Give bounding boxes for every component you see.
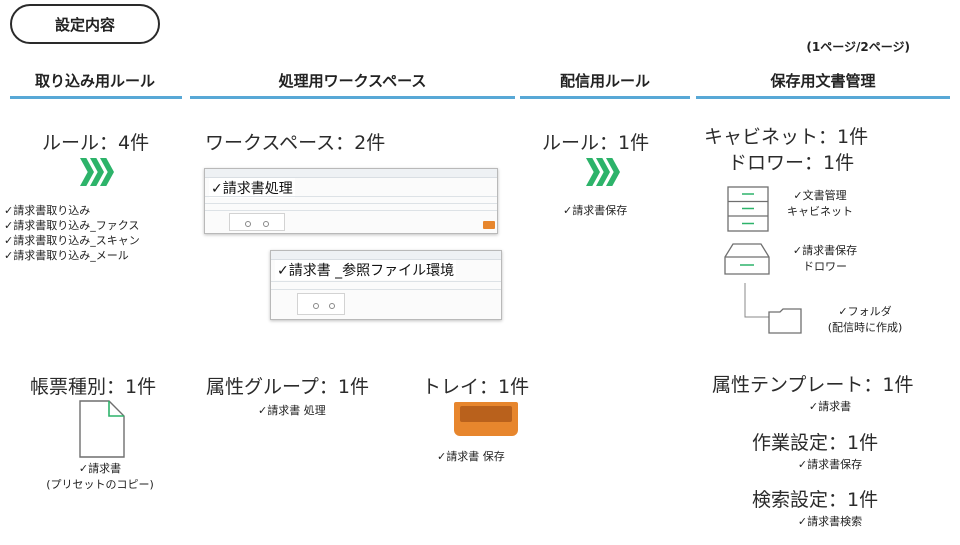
drawer-label-2: ドロワー xyxy=(803,260,847,273)
cabinet-icon xyxy=(727,186,769,236)
search-setting-count: 検索設定：1件 xyxy=(752,489,879,511)
cabinet-label-2: キャビネット xyxy=(787,205,853,218)
delivery-rule-name: ✓請求書保存 xyxy=(563,204,628,217)
list-item: ✓請求書取り込み_スキャン xyxy=(4,234,140,247)
node-dot xyxy=(263,221,269,227)
chevron-arrow-icon xyxy=(80,158,114,186)
section-divider-delivery xyxy=(520,96,690,99)
tray-name: ✓請求書 保存 xyxy=(437,450,505,463)
node-dot xyxy=(245,221,251,227)
workspace-screenshot-2: ✓請求書 _参照ファイル環境 xyxy=(270,250,502,320)
attr-group-name: ✓請求書 処理 xyxy=(258,404,326,417)
section-divider-workspace xyxy=(190,96,515,99)
drawer-icon xyxy=(724,243,770,279)
section-title-intake: 取り込み用ルール xyxy=(34,72,155,90)
section-divider-intake xyxy=(10,96,182,99)
section-divider-storage xyxy=(696,96,950,99)
settings-pill: 設定内容 xyxy=(10,4,160,44)
workspace-card xyxy=(297,293,345,315)
tray-count: トレイ：1件 xyxy=(422,376,530,398)
workspace-screenshot-1: ✓請求書処理 xyxy=(204,168,498,234)
folder-label-2: (配信時に作成) xyxy=(827,321,903,334)
form-type-note: (プリセットのコピー) xyxy=(46,478,154,491)
cabinet-label-1: ✓文書管理 xyxy=(793,189,847,202)
list-item: ✓請求書取り込み_メール xyxy=(4,249,129,262)
folder-label-1: ✓フォルダ xyxy=(838,305,892,318)
workspace-card xyxy=(229,213,285,231)
form-type-count: 帳票種別：1件 xyxy=(30,376,157,398)
search-setting-name: ✓請求書検索 xyxy=(797,515,863,528)
attr-group-count: 属性グループ：1件 xyxy=(206,376,369,398)
job-setting-count: 作業設定：1件 xyxy=(752,432,879,454)
section-title-workspace: 処理用ワークスペース xyxy=(278,72,427,90)
page-indicator: (1ページ/2ページ) xyxy=(806,40,910,54)
document-icon xyxy=(79,400,125,462)
form-type-name: ✓請求書 xyxy=(78,462,122,475)
intake-rule-list: ✓請求書取り込み ✓請求書取り込み_ファクス ✓請求書取り込み_スキャン ✓請求… xyxy=(4,203,140,263)
section-title-storage: 保存用文書管理 xyxy=(770,72,876,90)
delivery-rule-count: ルール：1件 xyxy=(542,132,650,154)
list-item: ✓請求書取り込み_ファクス xyxy=(4,219,140,232)
workspace-count: ワークスペース：2件 xyxy=(205,132,386,154)
list-item: ✓請求書取り込み xyxy=(4,204,91,217)
tray-mini-icon xyxy=(483,221,495,229)
tray-icon xyxy=(454,402,518,436)
drawer-label-1: ✓請求書保存 xyxy=(792,244,858,257)
folder-connector xyxy=(744,283,770,329)
chevron-arrow-icon xyxy=(586,158,620,186)
drawer-count: ドロワー：1件 xyxy=(728,152,855,174)
job-setting-name: ✓請求書保存 xyxy=(797,458,863,471)
workspace-screenshot-2-label: ✓請求書 _参照ファイル環境 xyxy=(275,260,457,280)
node-dot xyxy=(313,303,319,309)
cabinet-count: キャビネット：1件 xyxy=(704,126,869,148)
workspace-screenshot-1-label: ✓請求書処理 xyxy=(209,178,295,198)
folder-icon xyxy=(768,308,802,338)
attr-template-name: ✓請求書 xyxy=(808,400,852,413)
intake-rule-count: ルール：4件 xyxy=(42,132,150,154)
section-title-delivery: 配信用ルール xyxy=(559,72,650,90)
attr-template-count: 属性テンプレート：1件 xyxy=(712,374,914,396)
node-dot xyxy=(329,303,335,309)
